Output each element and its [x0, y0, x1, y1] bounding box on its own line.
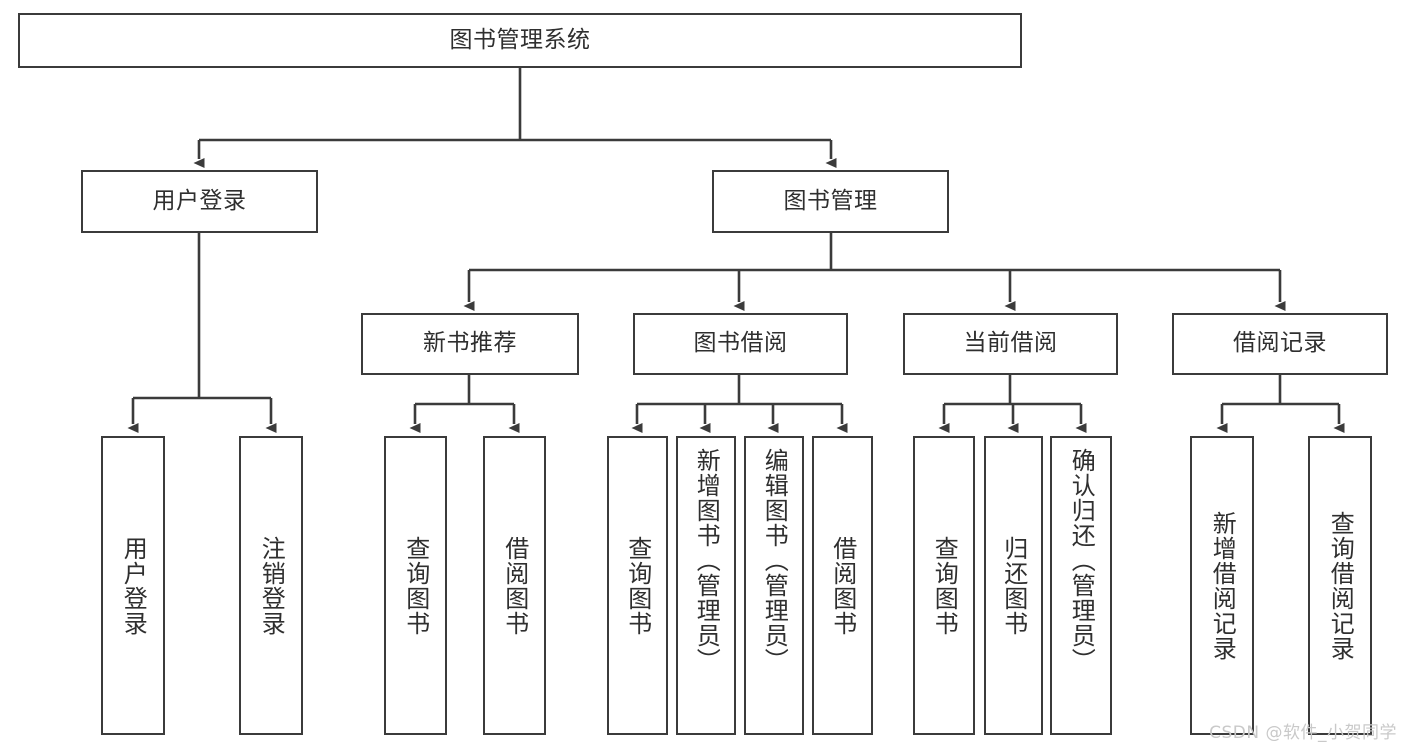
leaf-user-login-login[interactable]: 用户登录 [101, 436, 165, 735]
node-current-borrow[interactable]: 当前借阅 [903, 313, 1118, 375]
node-user-login-label: 用户登录 [152, 187, 247, 214]
node-book-borrow-label: 图书借阅 [693, 330, 788, 357]
leaf-borrow-record-query-label: 查询借阅记录 [1326, 510, 1355, 661]
leaf-book-borrow-add-label: 新增图书（管理员） [692, 448, 721, 673]
leaf-new-book-query[interactable]: 查询图书 [384, 436, 447, 735]
leaf-book-borrow-query-label: 查询图书 [623, 535, 652, 636]
node-root[interactable]: 图书管理系统 [18, 13, 1022, 68]
node-new-book-recommend-label: 新书推荐 [423, 330, 517, 357]
leaf-user-login-logout[interactable]: 注销登录 [239, 436, 303, 735]
node-current-borrow-label: 当前借阅 [963, 330, 1058, 357]
leaf-book-borrow-query[interactable]: 查询图书 [607, 436, 668, 735]
leaf-book-borrow-borrow-label: 借阅图书 [828, 535, 857, 636]
leaf-book-borrow-edit[interactable]: 编辑图书（管理员） [744, 436, 804, 735]
leaf-borrow-record-add[interactable]: 新增借阅记录 [1190, 436, 1254, 735]
leaf-current-borrow-return[interactable]: 归还图书 [984, 436, 1043, 735]
node-book-management[interactable]: 图书管理 [712, 170, 949, 233]
node-borrow-record-label: 借阅记录 [1233, 330, 1327, 357]
watermark: CSDN @软件_小贺同学 [1209, 723, 1397, 743]
leaf-new-book-borrow-label: 借阅图书 [500, 535, 529, 636]
leaf-current-borrow-query-label: 查询图书 [930, 535, 959, 636]
leaf-new-book-query-label: 查询图书 [401, 535, 430, 636]
leaf-user-login-login-label: 用户登录 [119, 535, 148, 636]
leaf-borrow-record-add-label: 新增借阅记录 [1208, 510, 1237, 661]
leaf-current-borrow-return-label: 归还图书 [999, 535, 1028, 636]
leaf-user-login-logout-label: 注销登录 [257, 535, 286, 636]
node-borrow-record[interactable]: 借阅记录 [1172, 313, 1388, 375]
node-user-login[interactable]: 用户登录 [81, 170, 318, 233]
leaf-current-borrow-confirm[interactable]: 确认归还（管理员） [1050, 436, 1112, 735]
leaf-new-book-borrow[interactable]: 借阅图书 [483, 436, 546, 735]
node-root-label: 图书管理系统 [449, 26, 591, 53]
node-book-borrow[interactable]: 图书借阅 [633, 313, 848, 375]
node-new-book-recommend[interactable]: 新书推荐 [361, 313, 579, 375]
leaf-book-borrow-borrow[interactable]: 借阅图书 [812, 436, 873, 735]
node-book-management-label: 图书管理 [783, 187, 878, 214]
leaf-current-borrow-confirm-label: 确认归还（管理员） [1067, 448, 1096, 673]
leaf-book-borrow-add[interactable]: 新增图书（管理员） [676, 436, 736, 735]
leaf-book-borrow-edit-label: 编辑图书（管理员） [760, 448, 789, 673]
leaf-borrow-record-query[interactable]: 查询借阅记录 [1308, 436, 1372, 735]
leaf-current-borrow-query[interactable]: 查询图书 [913, 436, 975, 735]
